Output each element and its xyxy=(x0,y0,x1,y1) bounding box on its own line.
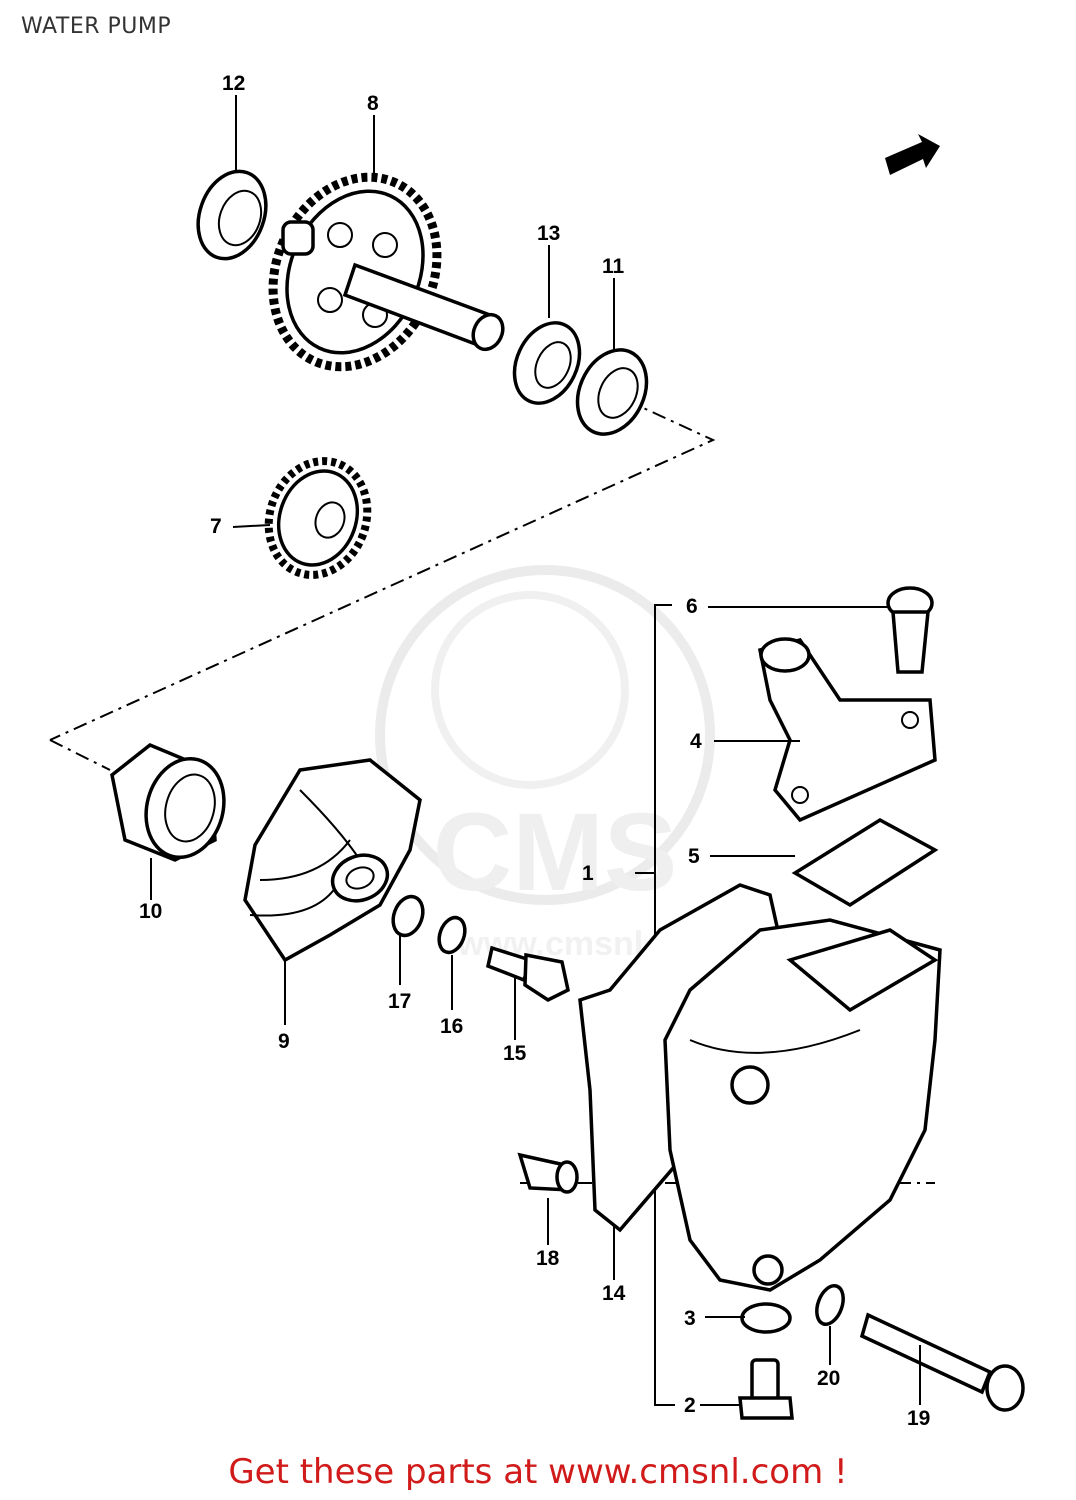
callout-2: 2 xyxy=(684,1394,696,1417)
callout-4: 4 xyxy=(690,730,702,753)
callout-20: 20 xyxy=(817,1367,840,1390)
callout-12: 12 xyxy=(222,72,245,95)
callout-19: 19 xyxy=(907,1407,930,1430)
mechanical-seal-10 xyxy=(110,742,226,862)
callout-11: 11 xyxy=(602,255,625,278)
callout-18: 18 xyxy=(536,1247,560,1270)
callout-17: 17 xyxy=(388,990,411,1013)
callout-3: 3 xyxy=(684,1307,696,1330)
pump-case xyxy=(663,918,942,1292)
page-title: WATER PUMP xyxy=(21,14,172,39)
callout-6: 6 xyxy=(686,595,698,618)
oil-seal-13 xyxy=(512,321,582,405)
callout-10: 10 xyxy=(139,900,162,923)
bolt-6 xyxy=(886,586,934,674)
cms-watermark: CMS www.cmsnl.com xyxy=(375,565,723,963)
dowel-pin-18 xyxy=(517,1152,579,1194)
callout-15: 15 xyxy=(503,1042,527,1065)
callout-1: 1 xyxy=(582,862,594,885)
impeller-9 xyxy=(243,758,422,963)
shop-link[interactable]: Get these parts at www.cmsnl.com ! xyxy=(228,1452,848,1492)
washer-20 xyxy=(815,1284,845,1326)
bolt-19 xyxy=(859,1312,1025,1412)
oil-seal-12 xyxy=(196,169,268,261)
callout-5: 5 xyxy=(688,845,700,868)
idle-gear-7 xyxy=(264,457,372,579)
callout-13: 13 xyxy=(537,222,560,245)
washer-17 xyxy=(391,894,425,938)
gasket-5 xyxy=(791,817,939,908)
pump-drive-gear-shaft-8 xyxy=(268,172,505,372)
oil-seal-11 xyxy=(575,348,649,436)
drain-plug-2 xyxy=(738,1358,794,1420)
callout-14: 14 xyxy=(602,1282,626,1305)
assembly-line-upper xyxy=(49,387,716,741)
callout-16: 16 xyxy=(440,1015,463,1038)
washer-16 xyxy=(437,915,467,955)
water-inlet-elbow-4 xyxy=(757,637,937,823)
callout-8: 8 xyxy=(367,92,379,115)
assembly-line-lower xyxy=(49,739,111,771)
callout-7: 7 xyxy=(210,515,222,538)
bolt-15 xyxy=(485,945,570,1003)
front-arrow-icon xyxy=(885,134,940,175)
svg-text:CMS: CMS xyxy=(433,791,677,914)
o-ring-3 xyxy=(740,1302,792,1334)
callout-9: 9 xyxy=(278,1030,290,1053)
